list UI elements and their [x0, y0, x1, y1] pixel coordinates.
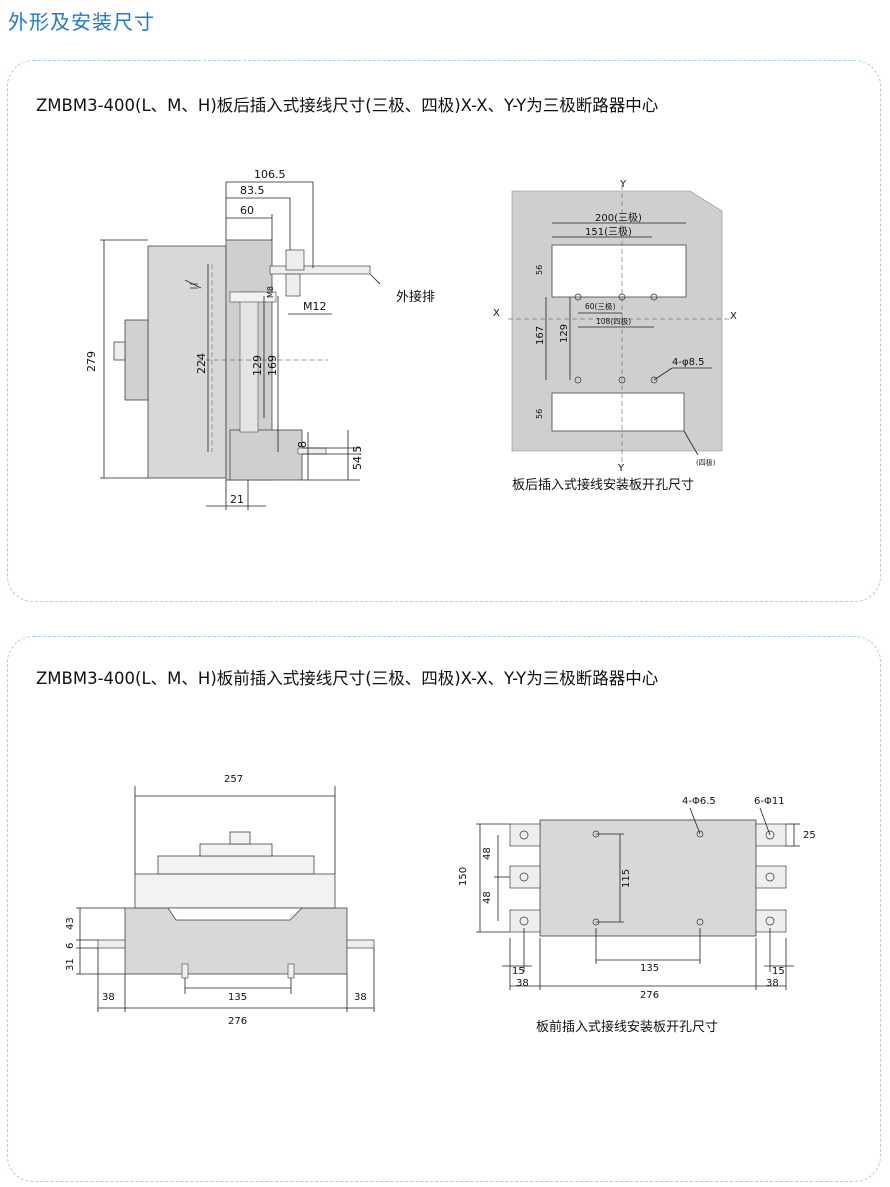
dim-15b: 15: [772, 966, 785, 977]
front-connection-title: ZMBM3-400(L、M、H)板前插入式接线尺寸(三极、四极)X-X、Y-Y为…: [36, 669, 659, 688]
dim-135: 135: [640, 963, 659, 974]
dim-43: 43: [65, 917, 76, 930]
holes-label: 4-φ8.5: [672, 357, 704, 368]
dim-38b: 38: [354, 992, 367, 1003]
dim-279: 279: [85, 351, 98, 372]
dim-8: 8: [296, 441, 309, 448]
front-connection-side-view: 257 43 6 31 135 38 38 276: [65, 774, 375, 1027]
front-plate-drawing: 150 48 48 115 4-Φ6.5 6-Φ11 25 135 15 15 …: [458, 796, 816, 998]
dim-115: 115: [621, 869, 632, 888]
dim-167: 167: [535, 326, 546, 345]
dim-56b: 56: [535, 409, 544, 419]
axis-x-right: X: [730, 311, 737, 322]
dim-38a: 38: [516, 978, 529, 989]
dim-200: 200(三极): [595, 211, 642, 224]
page-title: 外形及安装尺寸: [8, 10, 155, 34]
dim-129: 129: [559, 324, 570, 343]
breaker-top: [157, 855, 315, 875]
dim-56a: 56: [535, 265, 544, 275]
dim-54: 54.5: [351, 446, 364, 471]
dim-38a: 38: [102, 992, 115, 1003]
rear-connection-panel: [7, 60, 881, 602]
holes-6-5: 4-Φ6.5: [682, 796, 716, 807]
dim-21: 21: [230, 493, 244, 506]
rear-cutout-caption: 板后插入式接线安装板开孔尺寸: [512, 478, 695, 493]
dim-60: 60: [240, 204, 254, 217]
dim-83: 83.5: [240, 184, 265, 197]
upper-slot: [551, 244, 687, 298]
dim-106: 106.5: [254, 168, 286, 181]
dim-257: 257: [224, 774, 243, 785]
label-m12: M12: [303, 300, 327, 313]
breaker-handle: [229, 831, 251, 845]
axis-y-top: Y: [619, 179, 627, 190]
dim-6: 6: [65, 943, 76, 949]
dim-31: 31: [65, 958, 76, 971]
dim-48b: 48: [482, 891, 493, 904]
rear-connection-side-view: 106.5 83.5 60 279 224 129 169 M8 M12 8 5…: [85, 168, 380, 510]
dim-169: 169: [266, 355, 279, 376]
four-pole-label: (四极): [696, 458, 716, 467]
busbar-label: 外接排: [396, 290, 436, 305]
front-plate-caption: 板前插入式接线安装板开孔尺寸: [536, 1020, 719, 1035]
dim-38b: 38: [766, 978, 779, 989]
rear-connection-title: ZMBM3-400(L、M、H)板后插入式接线尺寸(三极、四极)X-X、Y-Y为…: [36, 96, 659, 115]
breaker-mid: [134, 873, 336, 909]
dim-60-three: 60(三极): [585, 301, 615, 311]
rear-cutout-drawing: Y Y X X 200(三极) 151(三极) 56 56 60(三极) 108…: [493, 179, 737, 474]
dim-224: 224: [195, 353, 208, 374]
axis-x-left: X: [493, 308, 500, 319]
dim-135: 135: [228, 992, 247, 1003]
dim-276: 276: [228, 1016, 247, 1027]
lower-slot: [551, 392, 685, 432]
dim-129: 129: [251, 355, 264, 376]
breaker-body: [147, 245, 227, 479]
axis-y-bottom: Y: [617, 463, 625, 474]
dim-48a: 48: [482, 847, 493, 860]
holes-11: 6-Φ11: [754, 796, 785, 807]
dim-108-four: 108(四极): [596, 316, 631, 326]
dim-25: 25: [803, 830, 816, 841]
front-connection-panel: [7, 636, 881, 1182]
dim-m8: M8: [266, 286, 275, 298]
dim-151: 151(三极): [585, 225, 632, 238]
busbar: [269, 265, 371, 275]
breaker-handle-plate: [124, 319, 149, 401]
dim-276: 276: [640, 990, 659, 998]
front-plate: [539, 819, 757, 937]
dim-150: 150: [458, 867, 469, 886]
dim-15a: 15: [512, 966, 525, 977]
